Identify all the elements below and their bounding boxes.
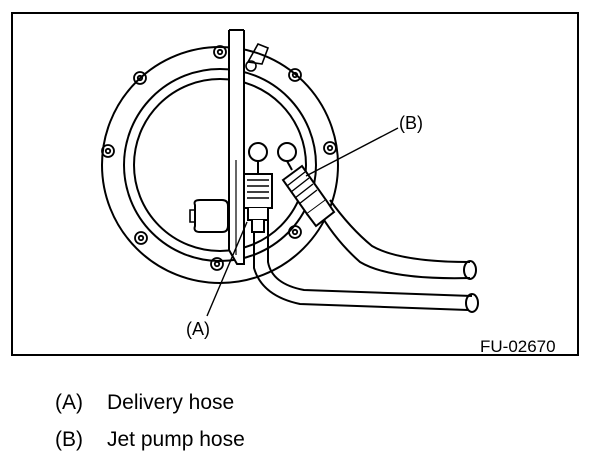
callout-label-a: (A) <box>186 319 210 339</box>
hose-end-b <box>463 260 477 280</box>
figure-code: FU-02670 <box>480 337 556 356</box>
figure-frame <box>11 12 579 356</box>
flange-outer-ring <box>101 46 339 284</box>
jet-pump-pipe-top <box>277 142 297 162</box>
electrical-connector <box>193 199 229 233</box>
leader-line-b <box>305 127 399 177</box>
flange-inner-ring <box>123 68 317 262</box>
leader-line-a <box>206 221 248 317</box>
legend-text: Jet pump hose <box>107 428 245 451</box>
delivery-pipe-top <box>248 142 268 162</box>
jet-pump-hose <box>317 199 471 280</box>
flange-bolt-holes <box>101 45 337 271</box>
legend-item: (A) Delivery hose <box>55 391 234 415</box>
legend-key: (A) <box>55 391 83 414</box>
flange-tab <box>246 42 270 65</box>
legend-item: (B) Jet pump hose <box>55 428 245 452</box>
legend-key: (B) <box>55 428 83 451</box>
small-port <box>245 60 257 72</box>
flange-opening <box>133 78 307 252</box>
delivery-hose-clamp <box>243 173 273 209</box>
delivery-hose <box>253 218 473 311</box>
hose-end-a <box>465 293 479 313</box>
callout-label-b: (B) <box>399 113 423 133</box>
legend-text: Delivery hose <box>107 391 235 414</box>
